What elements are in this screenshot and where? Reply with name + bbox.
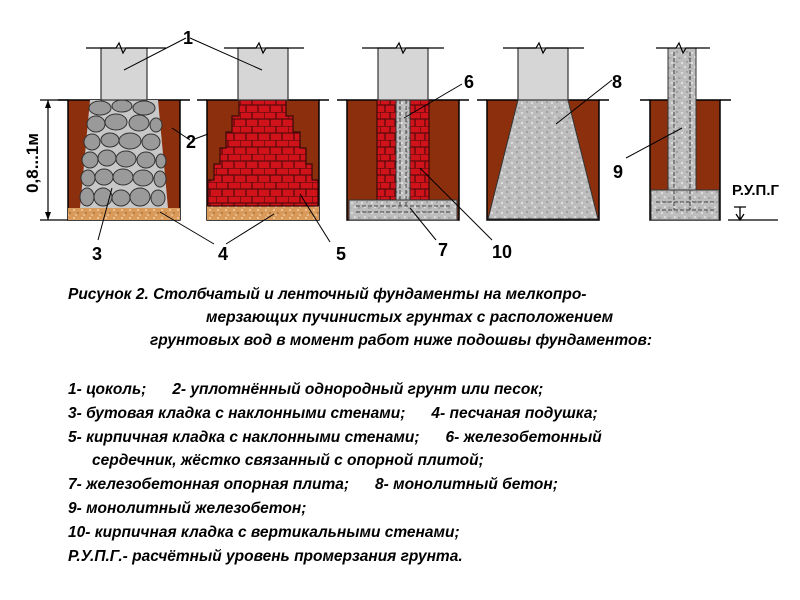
legend-item-4: 4- песчаная подушка; xyxy=(431,404,598,422)
rubble-stones xyxy=(79,99,167,207)
frost-level-marker: Р.У.П.Г xyxy=(728,182,779,222)
sand-cushion-2 xyxy=(207,206,319,220)
foundation-rubble xyxy=(58,41,190,221)
callout-6: 6 xyxy=(464,72,474,92)
callout-10: 10 xyxy=(492,242,512,262)
caption-line-1: Рисунок 2. Столбчатый и ленточный фундам… xyxy=(68,286,587,303)
break-line-2 xyxy=(224,41,304,55)
break-line-4 xyxy=(503,41,584,55)
depth-dimension-label: 0,8...1м xyxy=(23,133,42,193)
legend-row-4: сердечник, жёстко связанный с опорной пл… xyxy=(92,452,484,470)
legend-item-10: 10- кирпичная кладка с вертикальными сте… xyxy=(68,523,460,541)
callout-8: 8 xyxy=(612,72,622,92)
legend-item-6: 6- железобетонный xyxy=(445,428,602,446)
plinth-3 xyxy=(377,47,429,101)
break-line-5 xyxy=(656,41,710,55)
legend-item-2: 2- уплотнённый однородный грунт или песо… xyxy=(172,381,544,398)
callout-7: 7 xyxy=(438,240,448,260)
figure-caption: Рисунок 2. Столбчатый и ленточный фундам… xyxy=(68,283,798,352)
plinth-1 xyxy=(100,47,148,101)
break-line-3 xyxy=(362,41,444,55)
legend-row-5: 7- железобетонная опорная плита; 8- монол… xyxy=(68,473,798,497)
legend-row-1: 1- цоколь; 2- уплотнённый однородный грун… xyxy=(68,378,798,402)
caption-line-2: мерзающих пучинистых грунтах с расположе… xyxy=(206,309,614,326)
legend-row-3: 5- кирпичная кладка с наклонными стенами… xyxy=(68,426,798,450)
leader-lines xyxy=(97,37,683,245)
foundation-brick-sloped xyxy=(197,41,329,221)
plinth-2 xyxy=(237,47,289,101)
callout-3: 3 xyxy=(92,244,102,264)
callout-4: 4 xyxy=(218,244,228,264)
rebar-5 xyxy=(656,52,714,211)
brick-masonry-sloped xyxy=(207,99,319,207)
plinth-4 xyxy=(517,47,569,101)
legend-item-3: 3- бутовая кладка с наклонными стенами; xyxy=(68,404,406,422)
callouts: 1 2 3 4 5 6 7 8 9 10 xyxy=(92,28,623,264)
legend-item-9: 9- монолитный железобетон; xyxy=(68,499,307,517)
foundation-monolithic-rc xyxy=(640,41,731,221)
callout-2: 2 xyxy=(186,132,196,152)
sand-cushion-1 xyxy=(68,208,180,220)
callout-1: 1 xyxy=(183,28,193,48)
frost-level-label: Р.У.П.Г xyxy=(732,182,779,199)
legend-item-7: 7- железобетонная опорная плита; xyxy=(68,476,350,494)
foundation-diagram: 0,8...1м Р.У.П.Г 1 2 3 4 5 6 7 8 9 10 xyxy=(23,28,779,264)
callout-5: 5 xyxy=(336,244,346,264)
legend-item-5: 5- кирпичная кладка с наклонными стенами… xyxy=(68,428,420,446)
foundation-monolithic-concrete xyxy=(477,41,609,221)
legend-row-2: 3- бутовая кладка с наклонными стенами; 4… xyxy=(68,402,798,426)
legend-item-8: 8- монолитный бетон; xyxy=(375,476,558,494)
caption-line-3: грунтовых вод в момент работ ниже подошв… xyxy=(150,332,652,349)
rc-base-plate xyxy=(348,199,458,221)
break-line-1 xyxy=(86,41,166,55)
legend-item-1: 1- цоколь; xyxy=(68,381,147,398)
rc-column xyxy=(667,47,697,201)
legend-item-rupg: Р.У.П.Г.- расчётный уровень промерзания … xyxy=(68,547,463,565)
callout-9: 9 xyxy=(613,162,623,182)
rc-footing xyxy=(650,189,720,221)
legend: 1- цоколь; 2- уплотнённый однородный грун… xyxy=(68,378,798,568)
depth-dimension: 0,8...1м xyxy=(23,99,68,221)
foundation-brick-vertical xyxy=(337,41,469,221)
